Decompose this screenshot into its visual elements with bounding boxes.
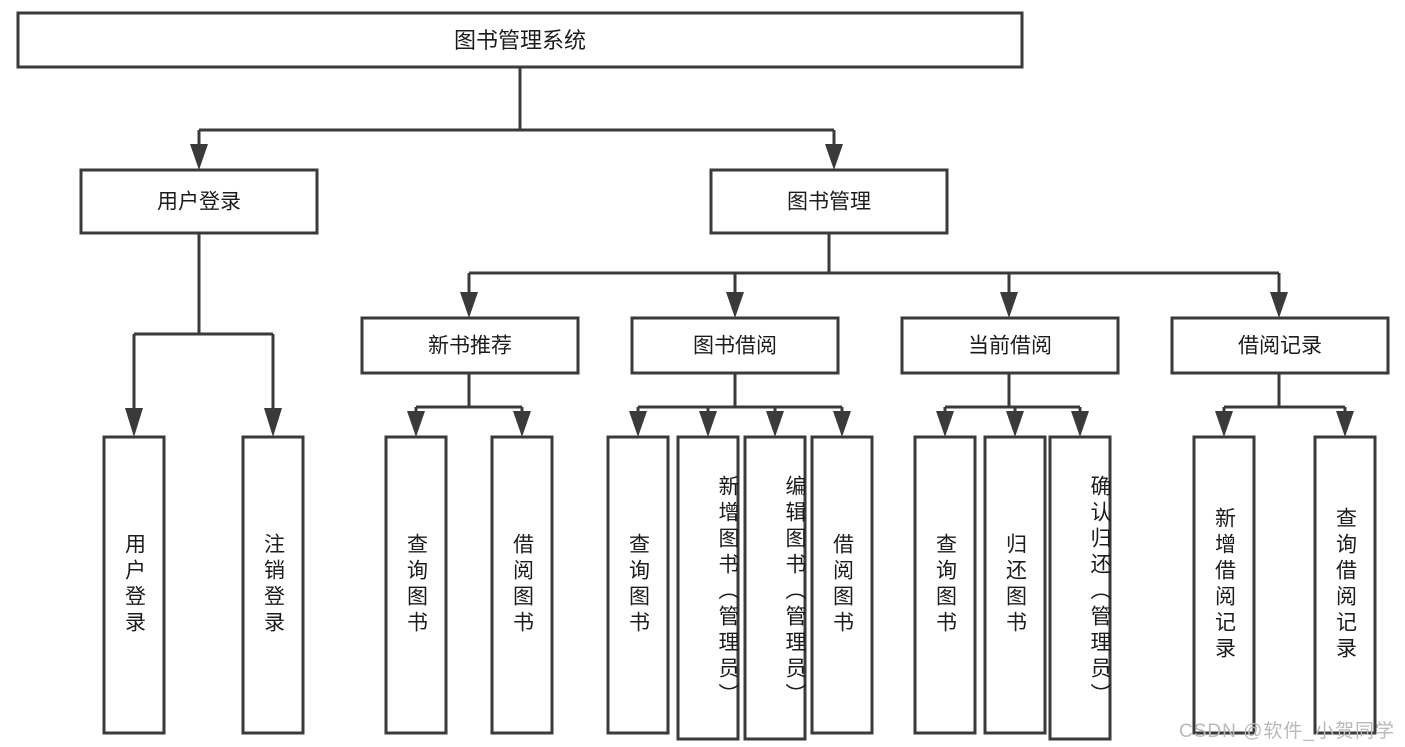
arrow-head-icon [1006, 411, 1024, 437]
leaf-record-search-label: 查询借阅记录 [1333, 507, 1357, 663]
leaf-current-return-book-label: 归还图书 [1003, 533, 1027, 637]
leaf-current-confirm-return[interactable]: 确认归还（管理员） [1048, 435, 1112, 741]
leaf-user-logout-label: 注销登录 [261, 533, 285, 637]
connector-root-to-level2 [190, 67, 843, 170]
node-user-login-label: 用户登录 [157, 191, 241, 214]
leaf-record-add[interactable]: 新增借阅记录 [1192, 435, 1256, 735]
arrow-head-icon [1000, 292, 1018, 318]
arrow-head-icon [264, 408, 282, 437]
arrow-head-icon [766, 411, 784, 437]
node-book-manage-label: 图书管理 [787, 191, 871, 214]
leaf-current-confirm-return-label: 确认归还（管理员） [1088, 475, 1111, 709]
arrow-head-icon [1336, 411, 1354, 437]
arrow-head-icon [1071, 411, 1089, 437]
node-borrow-record-label: 借阅记录 [1238, 335, 1322, 358]
arrow-head-icon [699, 411, 717, 437]
arrow-head-icon [460, 292, 478, 318]
node-book-borrow[interactable]: 图书借阅 [630, 316, 840, 375]
leaf-recommend-borrow-book-label: 借阅图书 [510, 533, 534, 637]
arrow-head-icon [190, 144, 208, 170]
leaf-borrow-edit-book[interactable]: 编辑图书（管理员） [743, 435, 807, 741]
node-book-manage[interactable]: 图书管理 [709, 168, 949, 235]
arrow-head-icon [833, 411, 851, 437]
connector-borrowrecord-to-leaves [1215, 373, 1354, 437]
leaf-user-logout[interactable]: 注销登录 [241, 435, 305, 735]
leaf-borrow-add-book[interactable]: 新增图书（管理员） [676, 435, 740, 741]
arrow-head-icon [125, 408, 143, 437]
node-root[interactable]: 图书管理系统 [16, 11, 1024, 69]
leaf-record-search[interactable]: 查询借阅记录 [1313, 435, 1377, 735]
leaf-borrow-edit-book-label: 编辑图书（管理员） [783, 475, 806, 709]
leaf-borrow-borrow-book-label: 借阅图书 [830, 533, 854, 637]
leaf-borrow-add-book-label: 新增图书（管理员） [716, 475, 739, 709]
connector-userlogin-to-leaves [125, 233, 282, 437]
node-borrow-record[interactable]: 借阅记录 [1170, 316, 1390, 375]
leaf-recommend-borrow-book[interactable]: 借阅图书 [490, 435, 554, 735]
node-user-login[interactable]: 用户登录 [79, 168, 319, 235]
arrow-head-icon [1215, 411, 1233, 437]
arrow-head-icon [629, 411, 647, 437]
arrow-head-icon [726, 292, 744, 318]
arrow-head-icon [407, 411, 425, 437]
leaf-user-login[interactable]: 用户登录 [102, 435, 166, 735]
node-current-borrow-label: 当前借阅 [968, 335, 1052, 358]
leaf-current-query-book-label: 查询图书 [933, 533, 957, 637]
connector-bookborrow-to-leaves [629, 373, 851, 437]
leaf-current-return-book[interactable]: 归还图书 [983, 435, 1047, 735]
arrow-head-icon [825, 144, 843, 170]
leaf-recommend-query-book-label: 查询图书 [404, 533, 428, 637]
arrow-head-icon [1270, 292, 1288, 318]
leaf-borrow-borrow-book[interactable]: 借阅图书 [810, 435, 874, 735]
leaf-record-add-label: 新增借阅记录 [1212, 507, 1236, 663]
arrow-head-icon [936, 411, 954, 437]
leaf-current-query-book[interactable]: 查询图书 [913, 435, 977, 735]
leaf-borrow-query-book-label: 查询图书 [626, 533, 650, 637]
node-new-book-recommend-label: 新书推荐 [428, 335, 512, 358]
leaf-recommend-query-book[interactable]: 查询图书 [384, 435, 448, 735]
node-root-label: 图书管理系统 [454, 28, 586, 53]
leaf-borrow-query-book[interactable]: 查询图书 [606, 435, 670, 735]
node-new-book-recommend[interactable]: 新书推荐 [360, 316, 580, 375]
connector-newbook-to-leaves [407, 373, 531, 437]
node-book-borrow-label: 图书借阅 [693, 335, 777, 358]
arrow-head-icon [513, 411, 531, 437]
connector-bookmanage-to-level3 [460, 233, 1288, 318]
node-current-borrow[interactable]: 当前借阅 [900, 316, 1120, 375]
connector-currentborrow-to-leaves [936, 373, 1089, 437]
leaf-user-login-label: 用户登录 [122, 533, 146, 637]
